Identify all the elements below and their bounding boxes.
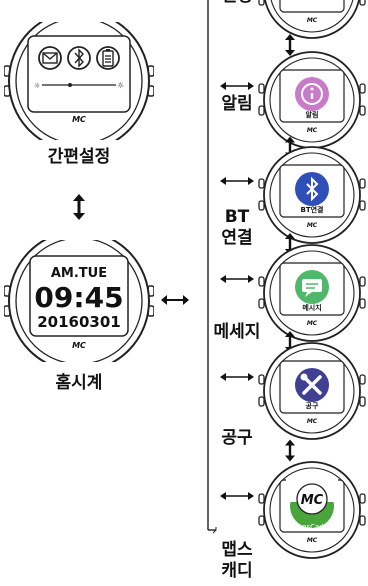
menu-watch-tools[interactable]: 공구 MC [258, 342, 366, 440]
tools-icon [295, 368, 329, 402]
left-right-arrow-icon [161, 295, 189, 305]
up-down-arrow-icon [73, 194, 85, 220]
left-right-arrow-icon [220, 275, 254, 283]
brightness-slider: ☼ ☼ [34, 81, 124, 90]
svg-text:20160301: 20160301 [37, 313, 121, 331]
brand-mark: MC [307, 222, 318, 229]
mail-icon [38, 46, 62, 70]
svg-text:MC: MC [301, 493, 324, 508]
left-right-arrow-icon [220, 373, 254, 381]
menu-label-settings: 설정 [212, 0, 262, 7]
svg-text:AM.TUE: AM.TUE [51, 266, 107, 281]
face-label-alarm: 알림 [306, 110, 319, 119]
face-label-message: 메시지 [302, 303, 321, 312]
face-label-bt: BT연결 [301, 205, 324, 214]
menu-watch-bt[interactable]: BT연결 MC [258, 146, 366, 244]
svg-text:MC: MC [72, 341, 86, 350]
left-right-arrow-icon [220, 492, 254, 500]
quick-settings-watch: ☼ ☼ MC [4, 22, 154, 140]
menu-label-message: 메세지 [213, 322, 261, 342]
menu-watch-message[interactable]: 메시지 MC [258, 244, 366, 342]
svg-text:☼: ☼ [34, 82, 40, 90]
menu-watch-alarm[interactable]: 알림 MC [258, 51, 366, 149]
face-label-mapscaddy: MapsCaddy [292, 523, 333, 531]
left-right-arrow-icon [220, 82, 254, 90]
mapscaddy-logo: MC [286, 478, 338, 528]
menu-label-mapscaddy: 맵스 캐디 [221, 540, 253, 581]
message-icon [295, 270, 329, 304]
svg-text:☼: ☼ [117, 81, 124, 90]
menu-label-tools: 공구 [221, 428, 253, 448]
up-down-arrow-icon [285, 439, 295, 462]
brand-mark: MC [307, 320, 318, 327]
brand-mark: MC [307, 418, 318, 425]
up-down-arrow-icon [285, 34, 295, 56]
left-right-arrow-icon [220, 177, 254, 185]
quick-settings-label: 간편설정 [47, 147, 111, 167]
svg-text:MC: MC [72, 115, 86, 124]
home-clock-label: 홈시계 [55, 373, 103, 393]
menu-label-bt: BT 연결 [221, 207, 253, 248]
menu-label-alarm: 알림 [221, 94, 253, 114]
face-label-tools: 공구 [306, 402, 319, 410]
brand-mark: MC [307, 537, 318, 544]
info-icon [295, 77, 329, 111]
menu-watch-settings[interactable]: MC [258, 0, 366, 39]
svg-text:09:45: 09:45 [34, 281, 123, 314]
brand-mark: MC [307, 127, 318, 134]
brand-mark: MC [307, 17, 318, 24]
bluetooth-icon [67, 46, 91, 70]
bluetooth-icon [295, 172, 329, 206]
battery-icon [96, 46, 120, 70]
home-clock-watch: AM.TUE 09:45 20160301 MC [4, 240, 154, 362]
